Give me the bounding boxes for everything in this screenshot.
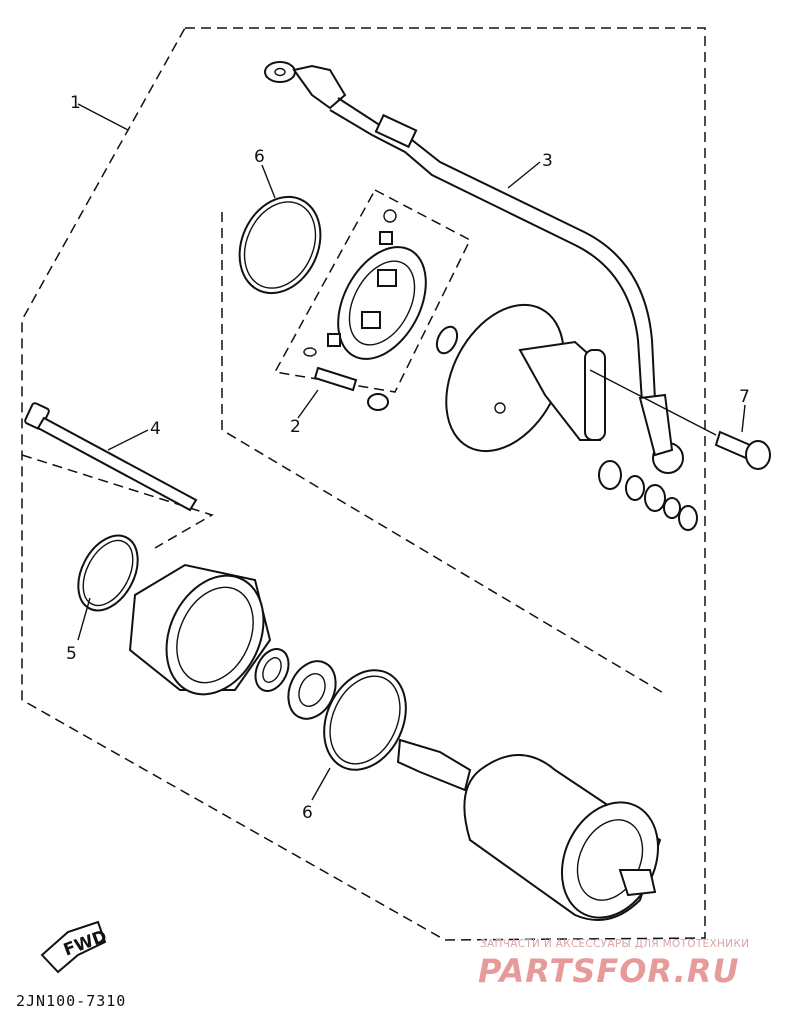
watermark-tagline: ЗАПЧАСТИ И АКСЕССУАРЫ ДЛЯ МОТОТЕХНИКИ	[480, 938, 749, 950]
leader-5	[77, 597, 91, 641]
cover-boundary	[221, 212, 666, 695]
bolt-7-axis	[589, 369, 717, 436]
brush-group-boundary	[273, 188, 471, 393]
nut-washer-set	[598, 460, 698, 531]
watermark-site: PARTSFOR.RU	[478, 952, 739, 990]
assembly-boundary	[21, 27, 706, 941]
callout-6-top: 6	[254, 147, 265, 167]
oil-seal	[254, 648, 290, 692]
part-3-lead-wire	[264, 61, 684, 474]
shaft-boundary	[21, 454, 214, 549]
leader-7	[741, 404, 746, 433]
washer	[435, 325, 459, 355]
callout-5: 5	[66, 644, 77, 664]
front-cover	[128, 563, 272, 696]
leader-6a	[261, 164, 276, 199]
part-6-o-ring-bottom	[323, 669, 407, 771]
part-4-long-bolt	[24, 402, 198, 512]
rear-cover	[445, 303, 606, 453]
part-6-o-ring-top	[238, 195, 322, 295]
callout-3: 3	[542, 151, 553, 171]
callout-2: 2	[290, 417, 301, 437]
part-2-brush-holder	[303, 209, 427, 411]
leader-6b	[311, 767, 331, 801]
part-5-o-ring	[77, 534, 139, 612]
starter-yoke	[396, 738, 662, 921]
leader-2	[297, 389, 319, 419]
callout-1: 1	[70, 93, 81, 113]
part-7-bolt	[714, 430, 771, 470]
leader-1	[77, 103, 129, 131]
callout-4: 4	[150, 419, 161, 439]
diagram-code: 2JN100-7310	[16, 992, 126, 1010]
callout-7: 7	[739, 387, 750, 407]
leader-3	[507, 161, 541, 189]
callout-6-bottom: 6	[302, 803, 313, 823]
leader-4	[107, 429, 149, 451]
fwd-arrow-icon: FWD	[40, 920, 110, 974]
